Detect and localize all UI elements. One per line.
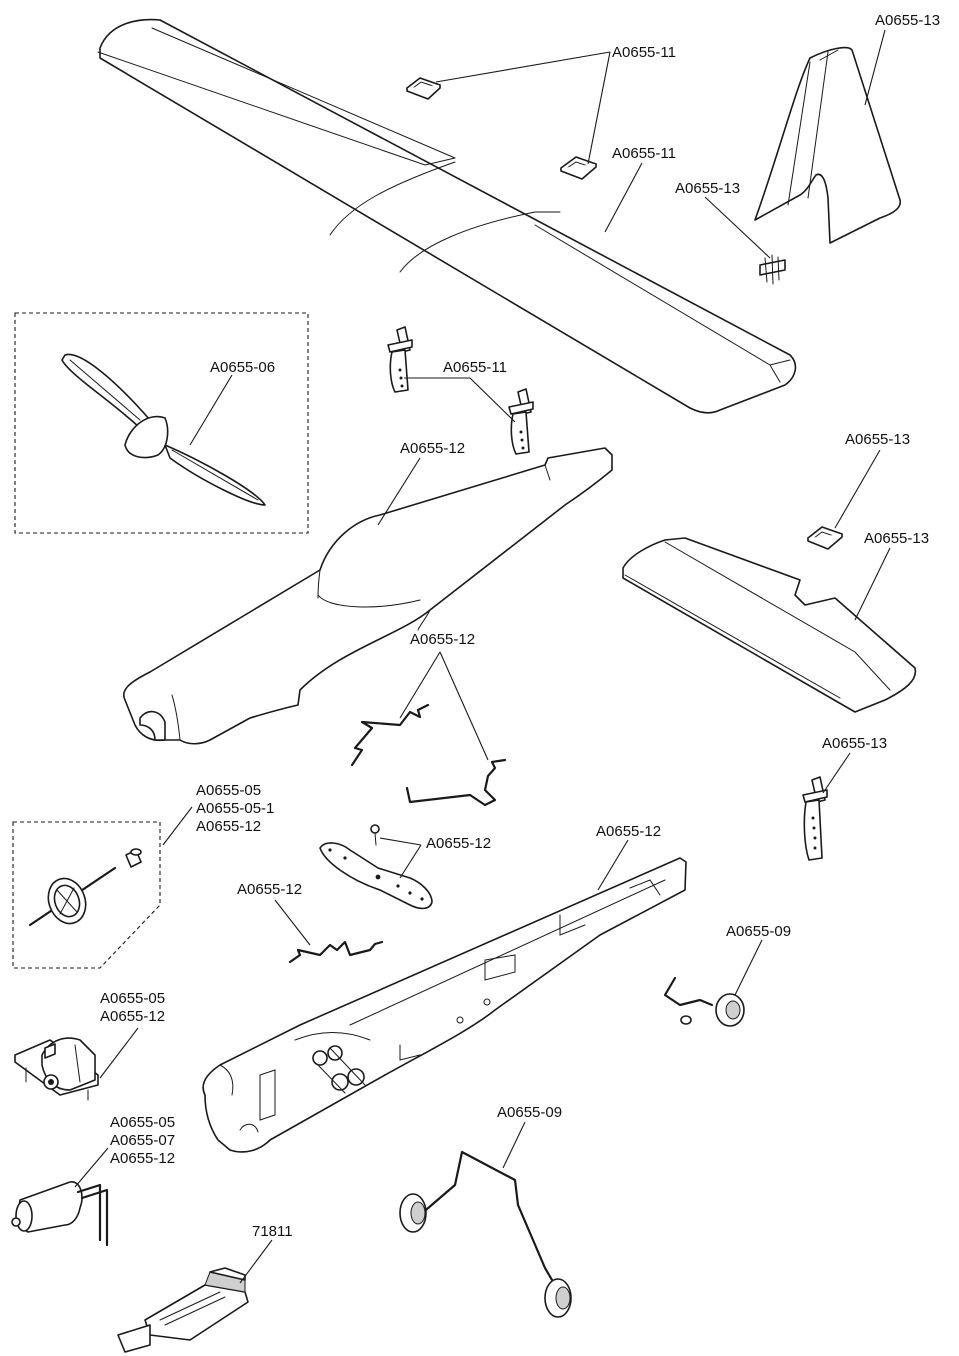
propeller (61, 353, 266, 506)
label-vertical-fin: A0655-13 (875, 12, 940, 29)
vertical-fin (754, 46, 902, 244)
fuselage-top (123, 447, 613, 745)
label-motor-3: A0655-12 (110, 1150, 175, 1167)
wing-pad-lower (560, 156, 597, 180)
label-elevator-horn: A0655-13 (822, 735, 887, 752)
control-horn-left (387, 326, 413, 393)
label-gear-set-2: A0655-05-1 (196, 800, 274, 817)
label-motor-mount-1: A0655-05 (100, 990, 165, 1007)
label-tail-wheel: A0655-09 (726, 923, 791, 940)
main-landing-gear (399, 1150, 572, 1318)
motor-mount (14, 1037, 99, 1101)
receiver (117, 1267, 249, 1353)
label-gear-set-3: A0655-12 (196, 818, 261, 835)
tail-pad (807, 526, 843, 550)
pushrod-lower (405, 758, 507, 807)
label-main-landing-gear: A0655-09 (497, 1104, 562, 1121)
control-horn-right (508, 388, 534, 455)
label-fuselage-top: A0655-12 (400, 440, 465, 457)
gear-set (28, 848, 142, 927)
tail-wheel (663, 976, 745, 1027)
propeller-group-box (14, 312, 309, 534)
label-motor-1: A0655-05 (110, 1114, 175, 1131)
label-control-horns: A0655-11 (443, 359, 507, 376)
servo-arm (319, 842, 433, 910)
part-labels: A0655-11 A0655-11 A0655-13 A0655-13 A065… (100, 12, 940, 1240)
pushrod-upper (350, 703, 430, 767)
label-receiver: 71811 (252, 1223, 293, 1240)
fuselage-bottom (202, 857, 687, 1153)
label-fuselage-bottom: A0655-12 (596, 823, 661, 840)
label-motor-mount-2: A0655-12 (100, 1008, 165, 1025)
fin-clip (759, 254, 786, 285)
label-propeller: A0655-06 (210, 359, 275, 376)
label-pushrods: A0655-12 (410, 631, 475, 648)
main-wing (97, 18, 797, 414)
horizontal-stabilizer (622, 537, 917, 713)
z-wire (288, 940, 384, 964)
label-fin-clip: A0655-13 (675, 180, 740, 197)
label-gear-set-1: A0655-05 (196, 782, 261, 799)
label-z-wire: A0655-12 (237, 881, 302, 898)
label-tail-pad: A0655-13 (845, 431, 910, 448)
label-motor-2: A0655-07 (110, 1132, 175, 1149)
label-main-wing-pad: A0655-11 (612, 44, 676, 61)
motor (11, 1181, 109, 1247)
label-servo-arm: A0655-12 (426, 835, 491, 852)
gear-group-box (12, 821, 161, 969)
wing-pad-upper (406, 77, 441, 100)
leader-lines (74, 29, 891, 1284)
label-main-wing: A0655-11 (612, 145, 676, 162)
label-horizontal-stabilizer: A0655-13 (864, 530, 929, 547)
elevator-horn (802, 776, 828, 861)
servo-arm-screw (370, 824, 380, 846)
